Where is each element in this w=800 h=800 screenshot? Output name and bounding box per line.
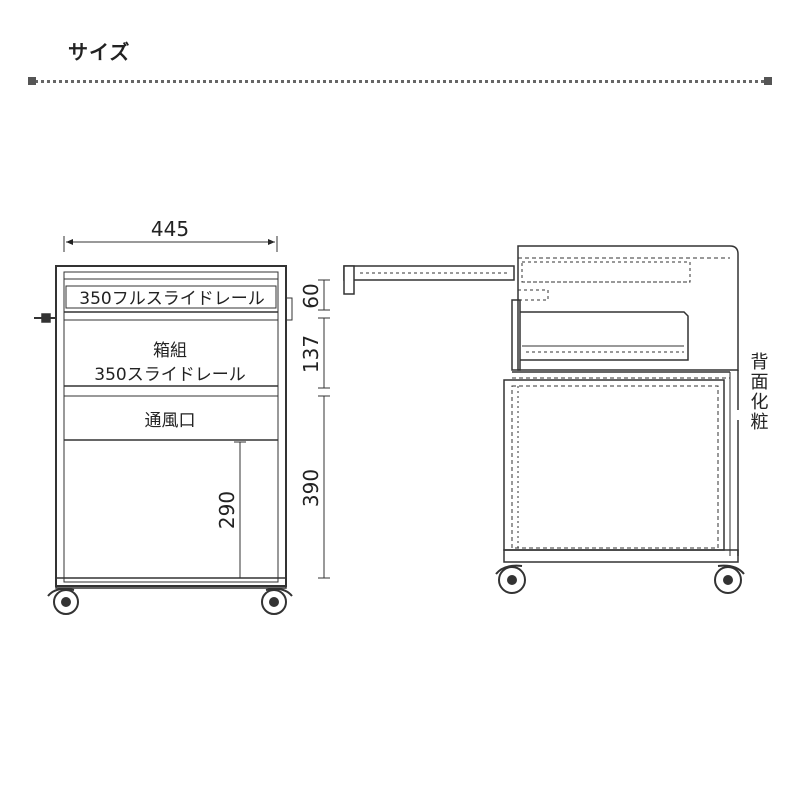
section-title: サイズ — [68, 40, 131, 64]
top-section-dim-label: 60 — [299, 283, 323, 308]
bottom-section-dim-label: 390 — [299, 469, 323, 507]
front-casters — [47, 587, 293, 615]
inner-height-label: 290 — [215, 491, 239, 529]
vertical-dims — [318, 279, 330, 579]
middle-section-dim-label: 137 — [299, 335, 323, 373]
section-divider — [30, 80, 770, 83]
full-slide-rail-label: 350フルスライドレール — [79, 289, 264, 309]
back-decor-label: 背面化粧 — [748, 352, 769, 432]
vent-label: 通風口 — [145, 411, 196, 431]
side-casters — [495, 564, 745, 594]
side-view — [343, 245, 739, 563]
slide-rail-label: 350スライドレール — [94, 365, 245, 385]
box-assembly-label: 箱組 — [153, 341, 187, 361]
divider-end-right — [764, 77, 772, 85]
divider-end-left — [28, 77, 36, 85]
width-dimension-label: 445 — [151, 217, 189, 241]
inner-height-dim — [234, 441, 246, 579]
front-view — [34, 236, 293, 589]
